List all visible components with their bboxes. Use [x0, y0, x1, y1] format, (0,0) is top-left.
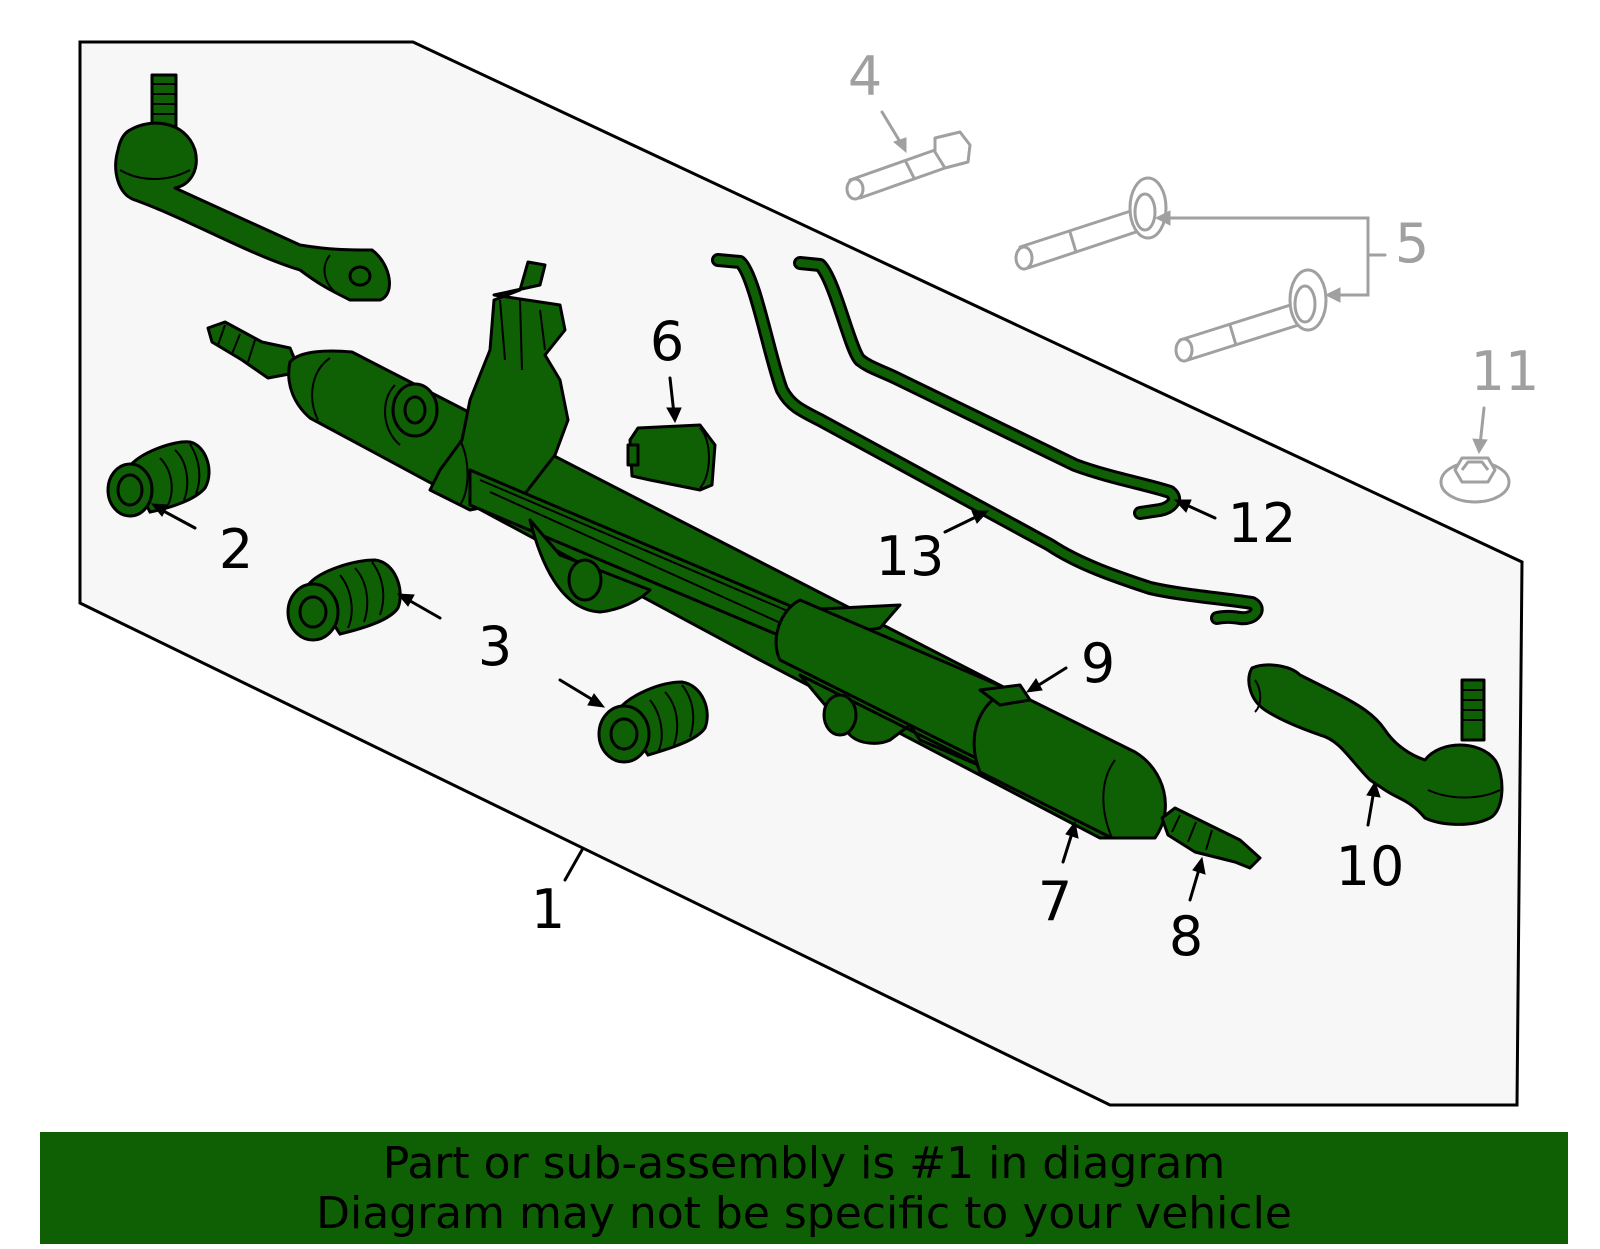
bushing-3a[interactable]	[286, 558, 402, 642]
callout-12[interactable]: 12	[1228, 492, 1297, 555]
callout-labels: 1 2 3 4 5 6 7 8 9 10 11 12 13	[219, 45, 1540, 968]
callout-5[interactable]: 5	[1395, 212, 1429, 275]
bushing-2[interactable]	[106, 440, 211, 518]
assembly-panel	[78, 40, 1524, 1107]
callout-9[interactable]: 9	[1081, 632, 1115, 695]
bolt-5-lower[interactable]	[1174, 268, 1328, 363]
callout-11[interactable]: 11	[1471, 340, 1540, 403]
tie-rod-end-right[interactable]	[1247, 663, 1504, 826]
inner-tie-rod-right[interactable]	[1160, 806, 1262, 870]
bracket-6[interactable]	[626, 423, 717, 492]
callout-2[interactable]: 2	[219, 518, 253, 581]
tie-rod-end-left[interactable]	[114, 73, 391, 302]
callout-7[interactable]: 7	[1038, 870, 1072, 933]
leader-lines	[150, 110, 1488, 902]
callout-8[interactable]: 8	[1169, 905, 1203, 968]
steering-rack[interactable]	[206, 260, 1167, 840]
callout-13[interactable]: 13	[876, 525, 945, 588]
nut-11[interactable]	[1439, 456, 1511, 504]
bushing-3b[interactable]	[597, 680, 709, 764]
return-line-12[interactable]	[793, 256, 1182, 520]
footer-line-1: Part or sub-assembly is #1 in diagram	[382, 1138, 1226, 1189]
callout-3[interactable]: 3	[478, 615, 512, 678]
bolt-4[interactable]	[845, 130, 972, 201]
bolt-5-upper[interactable]	[1014, 176, 1168, 271]
pressure-line-13[interactable]	[711, 253, 1264, 626]
callout-10[interactable]: 10	[1336, 835, 1405, 898]
callout-6[interactable]: 6	[650, 310, 684, 373]
footer-line-2: Diagram may not be specific to your vehi…	[316, 1188, 1292, 1239]
footer-banner: Part or sub-assembly is #1 in diagram Di…	[40, 1132, 1568, 1244]
callout-1[interactable]: 1	[531, 878, 565, 941]
callout-4[interactable]: 4	[848, 45, 882, 108]
